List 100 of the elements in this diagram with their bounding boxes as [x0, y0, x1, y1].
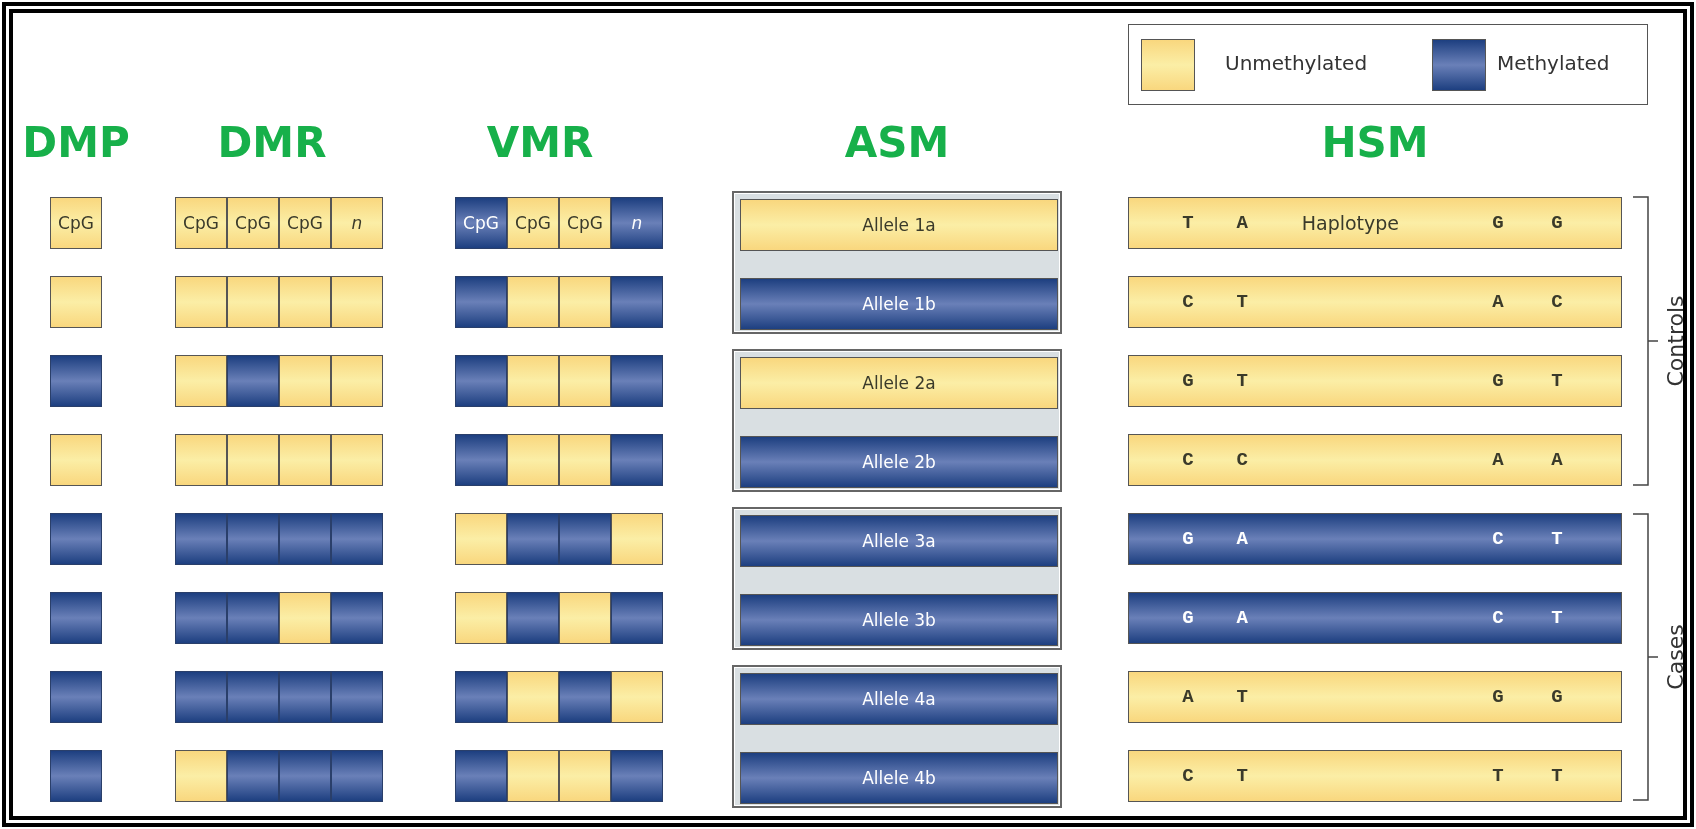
- legend-label: Unmethylated: [1225, 51, 1368, 75]
- base-letter: G: [1551, 686, 1563, 708]
- cpg-site-box: [455, 671, 507, 723]
- cpg-site-box: [507, 513, 559, 565]
- base-letter: T: [1236, 370, 1248, 392]
- cpg-site-box: [175, 671, 227, 723]
- group-label: Controls: [1663, 295, 1688, 387]
- cpg-site-box: [227, 671, 279, 723]
- cpg-site-box: [175, 513, 227, 565]
- haplotype-bar: [1128, 671, 1622, 723]
- cpg-site-box: [507, 355, 559, 407]
- cpg-site-box: [50, 355, 102, 407]
- base-letter: G: [1492, 370, 1504, 392]
- allele-pair-panel: [732, 349, 1062, 492]
- base-letter: T: [1551, 765, 1563, 787]
- base-letter: A: [1236, 528, 1248, 550]
- allele-label: Allele 2b: [862, 452, 936, 472]
- cpg-site-box: [507, 592, 559, 644]
- allele-label: Allele 3a: [862, 531, 936, 551]
- cpg-site-box: [175, 434, 227, 486]
- cpg-site-box: [331, 434, 383, 486]
- base-letter: G: [1551, 212, 1563, 234]
- base-letter: T: [1551, 528, 1563, 550]
- cpg-site-box: [455, 355, 507, 407]
- cpg-site-box: [279, 355, 331, 407]
- allele-bar: [740, 199, 1058, 251]
- cpg-site-box: [50, 434, 102, 486]
- cpg-site-box: [611, 197, 663, 249]
- base-letter: C: [1492, 607, 1504, 629]
- allele-bar: [740, 594, 1058, 646]
- cpg-site-box: [227, 592, 279, 644]
- allele-label: Allele 3b: [862, 610, 936, 630]
- base-letter: G: [1182, 528, 1194, 550]
- cpg-site-box: [331, 197, 383, 249]
- cpg-site-box: [331, 513, 383, 565]
- base-letter: C: [1492, 528, 1504, 550]
- group-label: Cases: [1663, 624, 1688, 690]
- column-heading: DMP: [22, 118, 130, 167]
- allele-label: Allele 1a: [862, 215, 936, 235]
- allele-bar: [740, 278, 1058, 330]
- cpg-site-box: [50, 750, 102, 802]
- cpg-site-box: [279, 276, 331, 328]
- cpg-site-box: [50, 513, 102, 565]
- cpg-site-box: [611, 434, 663, 486]
- allele-pair-panel: [732, 191, 1062, 334]
- cpg-site-box: [455, 434, 507, 486]
- base-letter: T: [1236, 686, 1248, 708]
- haplotype-bar: [1128, 592, 1622, 644]
- column-heading: VMR: [486, 118, 594, 167]
- cpg-site-box: [175, 750, 227, 802]
- cpg-label: CpG: [58, 213, 94, 233]
- base-letter: A: [1182, 686, 1194, 708]
- allele-pair-panel: [732, 507, 1062, 650]
- haplotype-bar: [1128, 750, 1622, 802]
- cpg-site-box: [279, 671, 331, 723]
- cpg-site-box: [175, 197, 227, 249]
- cpg-site-box: [507, 434, 559, 486]
- cpg-site-box: [455, 513, 507, 565]
- base-letter: G: [1182, 370, 1194, 392]
- cpg-site-box: [331, 355, 383, 407]
- cpg-site-box: [227, 750, 279, 802]
- cpg-site-box: [611, 513, 663, 565]
- cpg-site-box: [331, 276, 383, 328]
- cpg-site-box: [175, 276, 227, 328]
- allele-label: Allele 4a: [862, 689, 936, 709]
- cpg-site-box: [611, 592, 663, 644]
- base-letter: T: [1236, 765, 1248, 787]
- cpg-site-box: [559, 355, 611, 407]
- legend-label: Methylated: [1497, 51, 1610, 75]
- allele-bar: [740, 752, 1058, 804]
- column-heading: HSM: [1321, 118, 1429, 167]
- cpg-site-box: [227, 434, 279, 486]
- haplotype-bar: [1128, 355, 1622, 407]
- base-letter: C: [1182, 449, 1194, 471]
- base-letter: T: [1182, 212, 1194, 234]
- cpg-label: n: [351, 213, 363, 233]
- cpg-site-box: [455, 750, 507, 802]
- allele-bar: [740, 436, 1058, 488]
- haplotype-bar: [1128, 513, 1622, 565]
- base-letter: T: [1236, 291, 1248, 313]
- cpg-site-box: [611, 355, 663, 407]
- base-letter: C: [1551, 291, 1563, 313]
- allele-label: Allele 1b: [862, 294, 936, 314]
- cpg-site-box: [331, 750, 383, 802]
- cpg-site-box: [227, 276, 279, 328]
- base-letter: G: [1492, 212, 1504, 234]
- cpg-site-box: [175, 592, 227, 644]
- allele-bar: [740, 357, 1058, 409]
- cpg-site-box: [455, 592, 507, 644]
- cpg-label: CpG: [287, 213, 323, 233]
- allele-pair-panel: [732, 665, 1062, 808]
- base-letter: A: [1236, 212, 1248, 234]
- base-letter: A: [1492, 291, 1504, 313]
- cpg-site-box: [331, 671, 383, 723]
- haplotype-bar: [1128, 276, 1622, 328]
- cpg-site-box: [559, 276, 611, 328]
- cpg-site-box: [455, 276, 507, 328]
- cpg-site-box: [50, 276, 102, 328]
- cpg-site-box: [279, 592, 331, 644]
- cpg-site-box: [559, 197, 611, 249]
